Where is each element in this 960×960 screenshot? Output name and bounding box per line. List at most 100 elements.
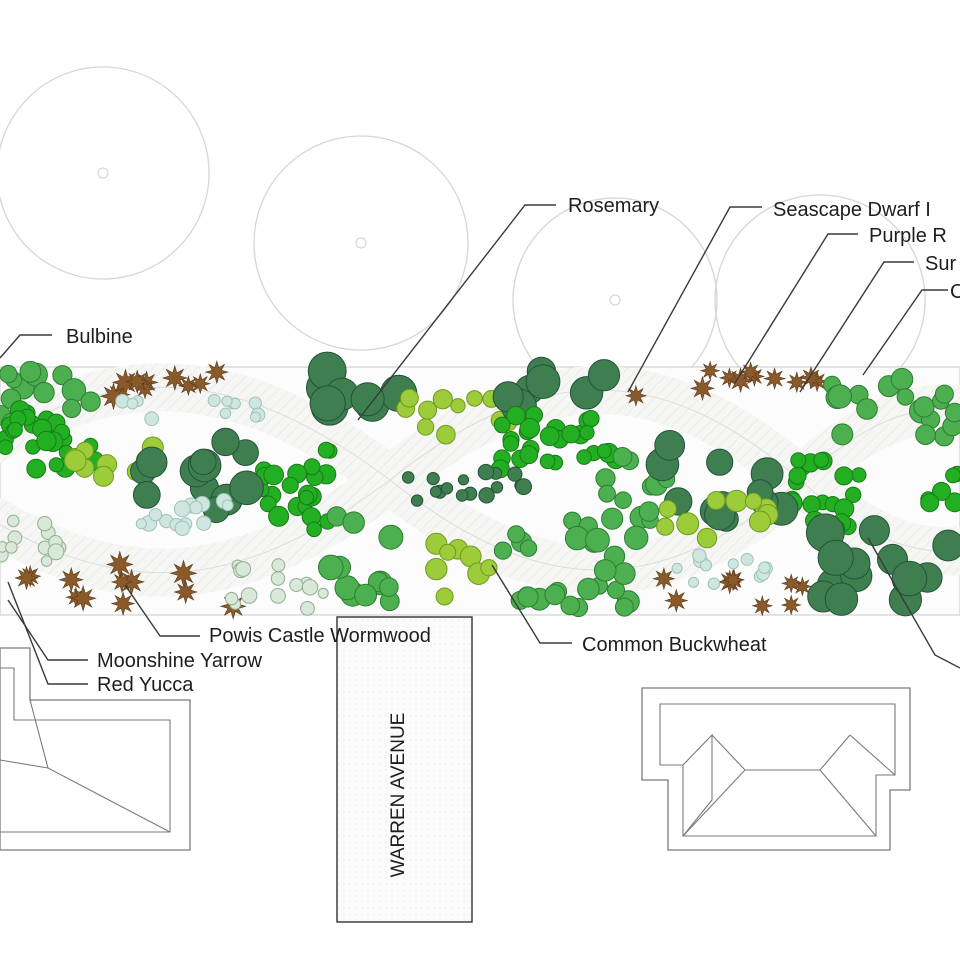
- plant-dark-green: [891, 560, 928, 597]
- plant-brown: [751, 595, 773, 617]
- plant-brown: [721, 568, 745, 592]
- plant-pale-blue: [248, 396, 262, 410]
- plant-pale-blue: [196, 515, 212, 531]
- plant-green: [915, 424, 936, 446]
- plant-bright-green: [506, 406, 526, 426]
- plant-green: [354, 583, 378, 607]
- plant-pale-blue: [135, 518, 147, 530]
- plant-light-green: [400, 388, 419, 408]
- plant-brown: [739, 361, 762, 384]
- plant-brown: [624, 384, 647, 407]
- plant-green: [944, 402, 960, 423]
- plant-bright-green: [268, 505, 290, 527]
- plant-bright-green: [26, 458, 47, 479]
- plant-light-green: [435, 587, 454, 606]
- plant-gray-green: [240, 587, 258, 604]
- plant-pale-blue: [671, 562, 683, 574]
- plant-light-green: [64, 449, 87, 472]
- leader-bulbine: [0, 334, 52, 359]
- plant-pale-blue: [707, 577, 721, 590]
- plant-green: [33, 381, 55, 404]
- plant-pale-blue: [727, 558, 739, 570]
- tree-trunk: [97, 167, 109, 179]
- plant-small-dark: [478, 487, 495, 504]
- label-red-yucca: Red Yucca: [97, 674, 194, 696]
- plant-light-green: [450, 398, 466, 414]
- leader-rosemary: [357, 204, 556, 421]
- plant-pale-blue: [221, 395, 233, 407]
- plant-green: [342, 511, 365, 534]
- plant-dark-green: [706, 448, 734, 476]
- plant-bright-green: [539, 453, 556, 470]
- plant-green: [856, 398, 878, 420]
- plant-green: [577, 577, 600, 601]
- plant-gray-green: [271, 558, 286, 573]
- plant-small-dark: [457, 474, 470, 486]
- plant-bright-green: [306, 521, 322, 538]
- plant-small-dark: [507, 466, 523, 482]
- plant-green: [934, 384, 954, 404]
- street-name: WARREN AVENUE: [388, 713, 409, 878]
- plant-bright-green: [813, 452, 830, 468]
- plant-brown: [652, 567, 676, 591]
- plant-green: [613, 562, 636, 585]
- plant-brown: [781, 573, 802, 594]
- plant-bright-green: [298, 490, 315, 506]
- plant-light-green: [676, 512, 700, 536]
- tree-trunk: [355, 237, 367, 249]
- plant-small-dark: [455, 489, 469, 502]
- plant-dark-green: [932, 529, 960, 562]
- plant-bright-green: [945, 467, 960, 484]
- plant-bright-green: [851, 467, 867, 483]
- label-rosemary: Rosemary: [568, 195, 659, 217]
- plant-green: [614, 597, 634, 617]
- plant-light-green: [439, 543, 457, 561]
- plant-gray-green: [289, 578, 304, 592]
- plant-dark-green: [309, 385, 346, 422]
- plant-brown: [169, 559, 198, 588]
- plant-light-green: [432, 389, 453, 410]
- plant-green: [507, 525, 526, 544]
- house-left: [0, 647, 191, 851]
- plant-dark-green: [136, 446, 168, 478]
- plant-pale-blue: [207, 394, 221, 407]
- plant-light-green: [93, 465, 114, 487]
- plant-dark-green: [350, 382, 385, 417]
- label-c: C: [950, 281, 960, 303]
- plant-bright-green: [7, 421, 23, 438]
- plant-gray-green: [37, 516, 53, 532]
- plant-green: [62, 398, 82, 418]
- label-sun: Sur: [925, 253, 956, 275]
- label-moonshine: Moonshine Yarrow: [97, 650, 262, 672]
- plant-dark-green: [190, 448, 217, 476]
- plant-dark-green: [525, 364, 561, 400]
- plant-pale-blue: [688, 576, 699, 588]
- plant-green: [913, 396, 935, 418]
- plant-bright-green: [596, 443, 612, 459]
- plant-brown: [161, 364, 189, 392]
- plant-bright-green: [561, 424, 581, 444]
- plant-green: [378, 524, 404, 550]
- plant-gray-green: [235, 561, 252, 577]
- plant-green: [614, 491, 632, 510]
- plant-gray-green: [300, 601, 315, 616]
- plant-bright-green: [263, 464, 285, 486]
- plant-pale-blue: [249, 411, 261, 423]
- leader-c: [862, 289, 948, 376]
- plant-light-green: [656, 517, 675, 536]
- leader-buckwheat: [491, 564, 572, 644]
- plant-dark-green: [229, 470, 264, 506]
- plant-light-green: [744, 492, 763, 510]
- plant-green: [493, 541, 512, 560]
- plant-green: [560, 595, 581, 616]
- plant-green: [318, 554, 344, 581]
- plant-bright-green: [36, 430, 57, 452]
- plant-pale-blue: [740, 552, 754, 566]
- plant-small-dark: [429, 485, 442, 498]
- plant-brown: [14, 565, 39, 591]
- plant-bright-green: [539, 426, 560, 447]
- plant-light-green: [748, 510, 771, 533]
- plant-bright-green: [259, 495, 277, 513]
- label-powis: Powis Castle Wormwood: [209, 625, 431, 647]
- leader-red-yucca: [7, 581, 88, 685]
